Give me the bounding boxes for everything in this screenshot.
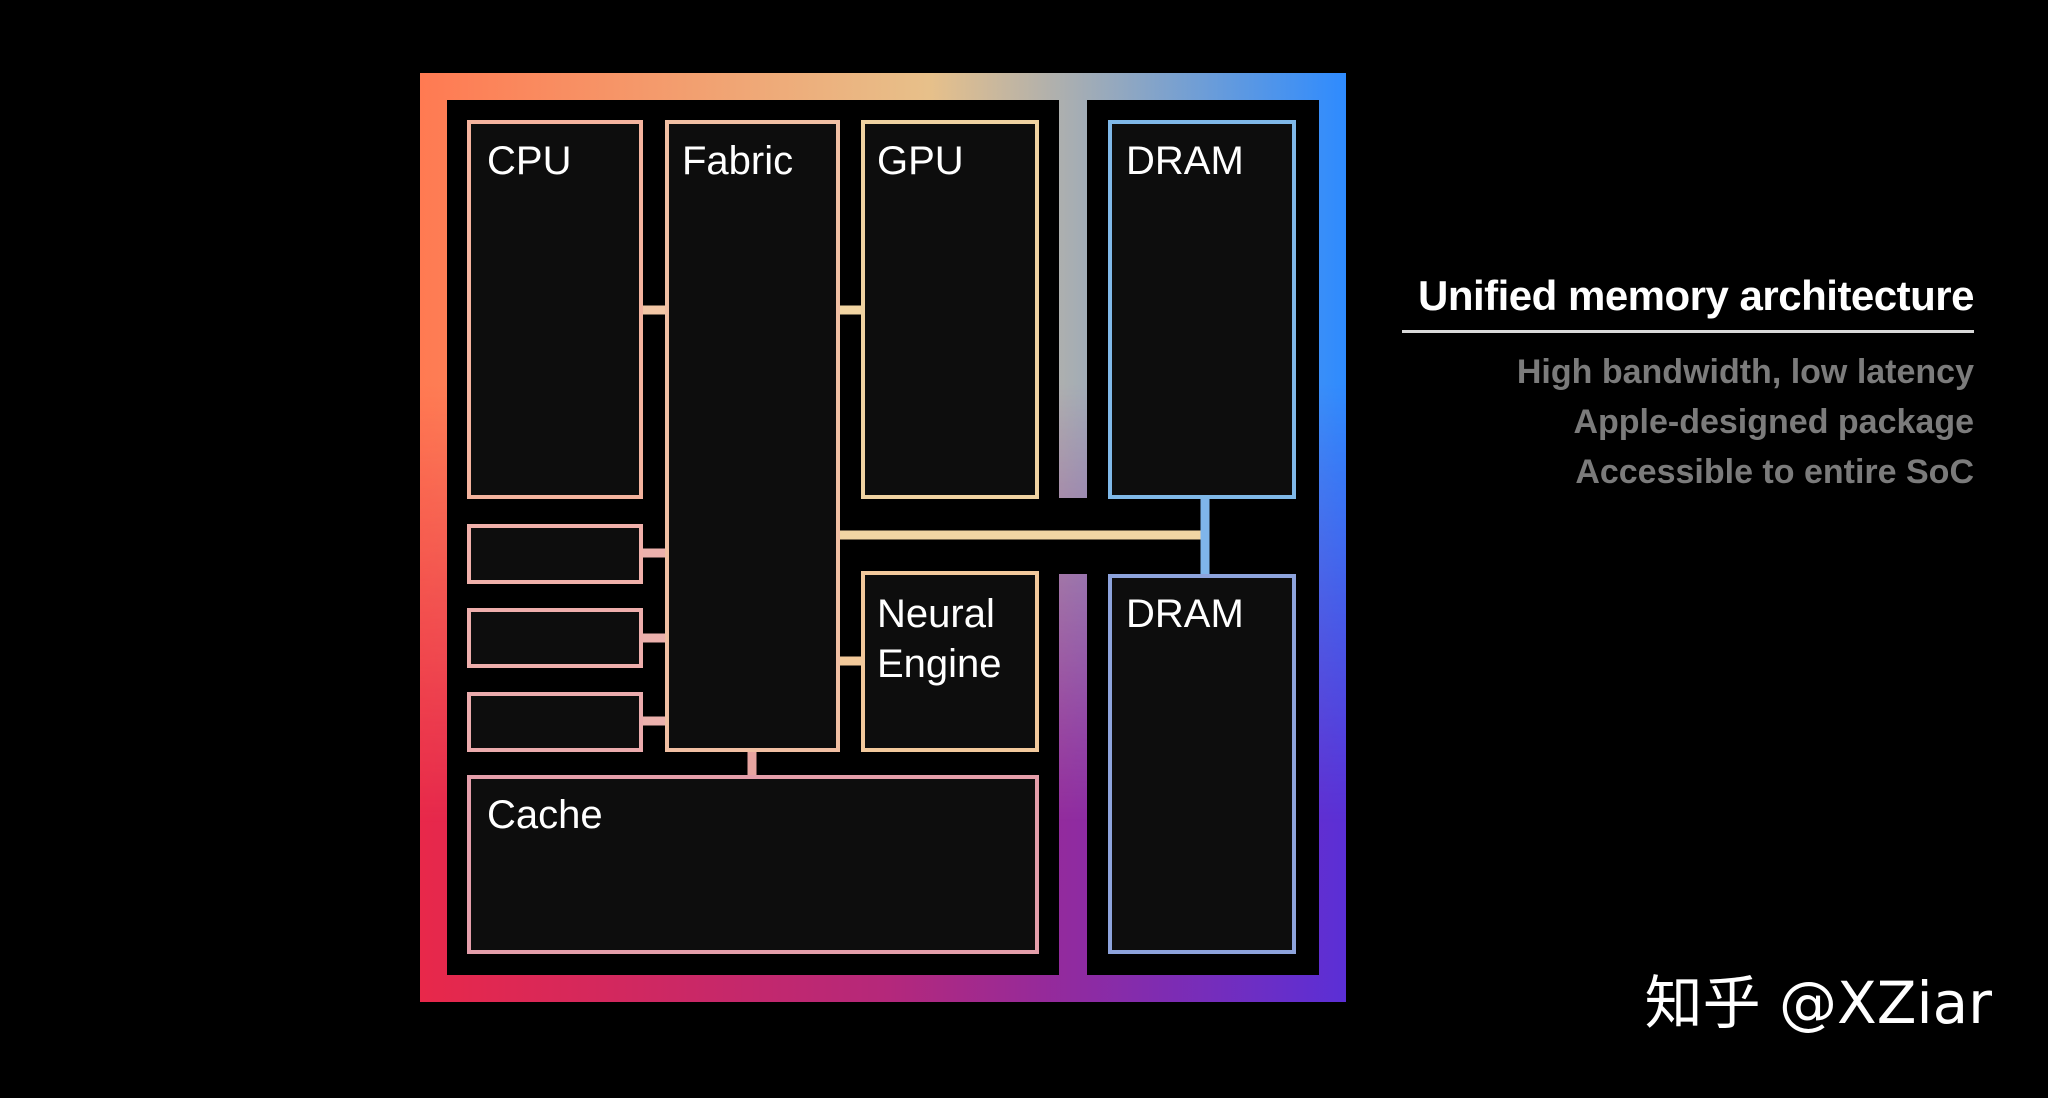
cpu-label: CPU	[487, 139, 571, 183]
panel-title: Unified memory architecture	[1401, 272, 1975, 333]
cpu-efficiency-core-3	[467, 692, 643, 752]
connectors	[641, 305, 1210, 777]
feature-panel: Unified memory architecture High bandwid…	[1401, 272, 1975, 497]
watermark: 知乎 @XZiar	[1644, 969, 1992, 1037]
cache-block	[467, 775, 1039, 954]
feature-item: High bandwidth, low latency	[1516, 353, 1974, 391]
dram-top-block	[1108, 120, 1296, 499]
gpu-label: GPU	[877, 139, 964, 183]
feature-list: High bandwidth, low latency Apple-design…	[1402, 347, 1974, 497]
feature-item: Accessible to entire SoC	[1575, 453, 1974, 491]
cpu-block	[467, 120, 643, 499]
dram-bottom-block	[1108, 574, 1296, 954]
fabric-label: Fabric	[682, 139, 793, 183]
cpu-efficiency-core-2	[467, 608, 643, 668]
fabric-block	[665, 120, 840, 752]
neural-engine-label-line2: Engine	[877, 642, 1002, 686]
feature-item: Apple-designed package	[1573, 403, 1974, 441]
dram-bottom-label: DRAM	[1126, 592, 1244, 636]
dram-top-label: DRAM	[1126, 139, 1244, 183]
neural-engine-block	[861, 571, 1039, 752]
gpu-block	[861, 120, 1039, 499]
cpu-efficiency-core-1	[467, 524, 643, 584]
cache-label: Cache	[487, 793, 603, 837]
neural-engine-label-line1: Neural	[877, 592, 995, 636]
